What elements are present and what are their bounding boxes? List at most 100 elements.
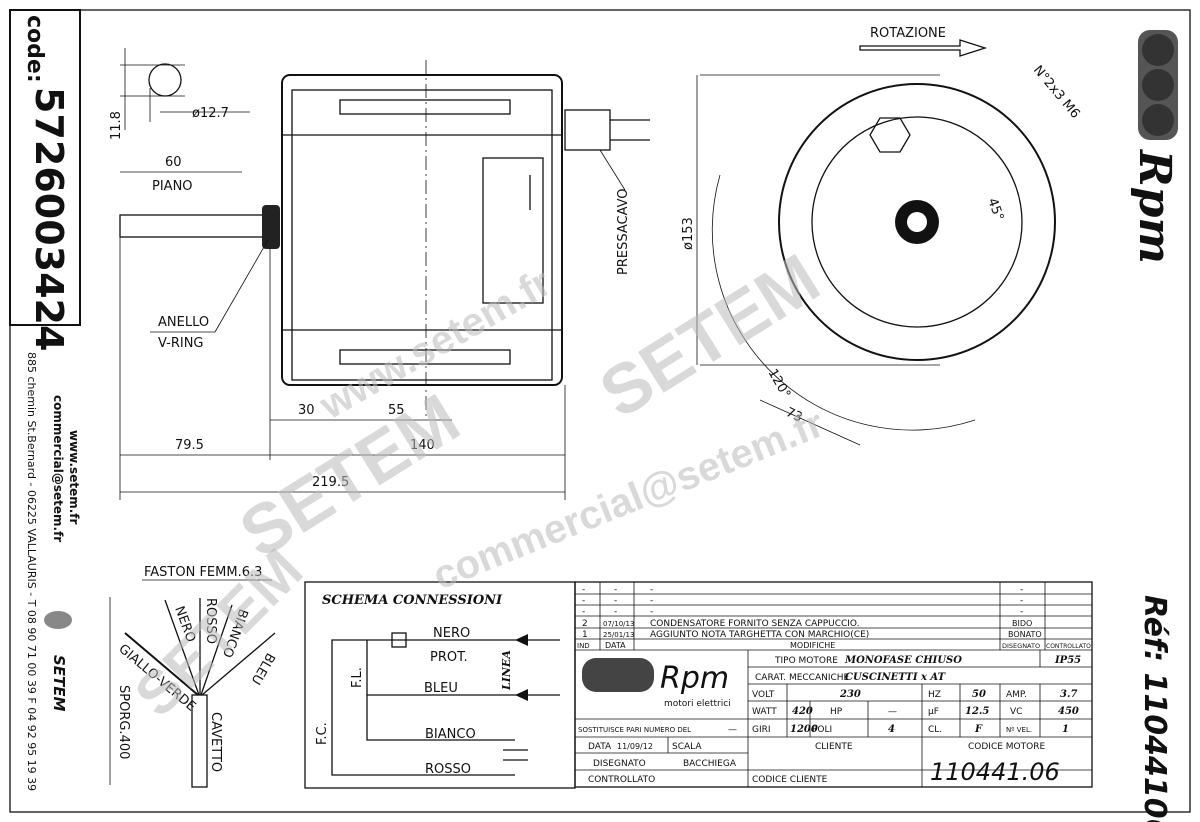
- code-label: code:: [22, 15, 47, 83]
- svg-text:SETEM: SETEM: [50, 655, 68, 712]
- svg-text:25/01/13: 25/01/13: [603, 631, 634, 639]
- v-ring-label-2: V-RING: [158, 336, 204, 351]
- cable-label: CAVETTO: [208, 712, 223, 772]
- svg-text:-: -: [650, 607, 653, 617]
- svg-text:—: —: [888, 707, 897, 717]
- svg-text:BIDO: BIDO: [1012, 619, 1032, 628]
- thermal-protector: [391, 632, 407, 648]
- rotation-arrow-icon: [859, 39, 988, 57]
- svg-text:F: F: [974, 724, 983, 735]
- angle-120: 120°: [765, 367, 794, 402]
- svg-text:CONTROLLATO: CONTROLLATO: [588, 775, 655, 785]
- connection-schematic: SCHEMA CONNESSIONI NERO PROT. BLEU BIANC…: [304, 581, 576, 789]
- reference-number: Réf: 11044106: [1137, 595, 1172, 822]
- svg-text:CARAT. MECCANICHE: CARAT. MECCANICHE: [755, 673, 850, 683]
- svg-text:-: -: [1020, 596, 1023, 606]
- svg-text:POLI: POLI: [812, 725, 832, 735]
- svg-text:-: -: [582, 607, 585, 617]
- svg-text:DISEGNATO: DISEGNATO: [593, 759, 646, 769]
- angle-45: 45°: [984, 196, 1006, 223]
- motor-flange: [778, 83, 1056, 361]
- svg-text:DATA: DATA: [588, 742, 612, 752]
- label-fc: F.C.: [315, 722, 330, 745]
- wire-label-rosso: ROSSO: [203, 598, 218, 644]
- flat-label: PIANO: [152, 179, 193, 194]
- cable: [191, 694, 208, 788]
- svg-text:-: -: [582, 596, 585, 606]
- svg-text:CONDENSATORE FORNITO SENZA CAP: CONDENSATORE FORNITO SENZA CAPPUCCIO.: [650, 619, 860, 629]
- dim-55: 55: [388, 403, 405, 418]
- svg-text:CUSCINETTI x AT: CUSCINETTI x AT: [845, 672, 947, 683]
- svg-text:MODIFICHE: MODIFICHE: [790, 641, 835, 650]
- svg-text:420: 420: [792, 706, 813, 717]
- svg-text:-: -: [1020, 585, 1023, 595]
- motor-type: MONOFASE CHIUSO: [844, 655, 962, 666]
- setem-logo: SETEM: [44, 611, 72, 712]
- svg-text:BACCHIEGA: BACCHIEGA: [683, 759, 737, 769]
- svg-text:1: 1: [1062, 724, 1069, 735]
- svg-text:TIPO MOTORE: TIPO MOTORE: [774, 656, 838, 666]
- svg-text:GIRI: GIRI: [752, 725, 771, 735]
- svg-text:CODICE MOTORE: CODICE MOTORE: [968, 742, 1045, 752]
- svg-text:WATT: WATT: [752, 707, 777, 717]
- side-view: 11.8 ø12.7 60 PIANO ANELLO V-RING PRESSA…: [109, 48, 650, 500]
- svg-text:50: 50: [972, 689, 986, 700]
- key-height-dim: 11.8: [109, 111, 124, 140]
- motor-body: [281, 74, 563, 386]
- svg-text:HP: HP: [830, 707, 843, 717]
- website: www.setem.fr: [67, 430, 81, 524]
- svg-text:CLIENTE: CLIENTE: [815, 742, 853, 752]
- holes-label: N°2x3 M6: [1030, 63, 1083, 122]
- svg-text:IND: IND: [577, 642, 590, 650]
- dim-219-5: 219.5: [312, 475, 349, 490]
- svg-text:motori elettrici: motori elettrici: [664, 699, 731, 709]
- shaft-diameter-dim: ø12.7: [192, 106, 229, 121]
- svg-text:CONTROLLATO: CONTROLLATO: [1046, 643, 1091, 650]
- svg-text:SCALA: SCALA: [672, 742, 702, 752]
- label-bleu: BLEU: [424, 681, 458, 696]
- email: commercial@setem.fr: [51, 395, 65, 542]
- svg-text:AGGIUNTO NOTA TARGHETTA CON MA: AGGIUNTO NOTA TARGHETTA CON MARCHIO(CE): [650, 630, 869, 640]
- svg-text:4: 4: [888, 724, 895, 735]
- svg-text:HZ: HZ: [928, 690, 941, 700]
- svg-text:-: -: [582, 585, 585, 595]
- drawing-border: [9, 9, 1191, 813]
- label-prot: PROT.: [430, 650, 468, 665]
- right-strip: Rpm Réf: 11044106: [1129, 30, 1180, 822]
- setem-watermark: SETEM SETEM SETEM www.setem.fr commercia…: [122, 239, 833, 729]
- dim-79-5: 79.5: [175, 438, 204, 453]
- svg-text:-: -: [650, 585, 653, 595]
- left-strip: code: 5726003424 www.setem.fr commercial…: [9, 9, 81, 791]
- label-fl: F.L.: [350, 667, 365, 688]
- svg-text:-: -: [614, 585, 617, 595]
- svg-text:1: 1: [582, 630, 588, 640]
- svg-text:µF: µF: [928, 707, 939, 717]
- svg-text:1200: 1200: [790, 724, 818, 735]
- svg-text:230: 230: [839, 689, 861, 700]
- dim-140: 140: [410, 438, 435, 453]
- svg-text:—: —: [728, 725, 737, 735]
- rpm-logo: Rpm: [1129, 30, 1180, 264]
- protrusion-length: SPORG.400: [116, 685, 131, 759]
- label-linea: LINEA: [500, 650, 513, 691]
- svg-text:-: -: [614, 596, 617, 606]
- svg-text:DATA: DATA: [605, 641, 626, 650]
- svg-text:11/09/12: 11/09/12: [617, 742, 653, 751]
- svg-text:VC: VC: [1010, 707, 1022, 717]
- cable-gland-label: PRESSACAVO: [616, 188, 631, 275]
- label-rosso: ROSSO: [425, 762, 471, 777]
- svg-text:-: -: [1020, 607, 1023, 617]
- svg-text:BONATO: BONATO: [1008, 630, 1042, 639]
- label-bianco: BIANCO: [425, 727, 476, 742]
- svg-text:IP55: IP55: [1054, 655, 1081, 666]
- label-nero: NERO: [433, 626, 470, 641]
- faston-title: FASTON FEMM.6.3: [144, 565, 262, 580]
- code-box: [9, 9, 81, 326]
- svg-text:CL.: CL.: [928, 725, 942, 735]
- front-view: ROTAZIONE ø153 N°2x3 M6 45° 120° 73: [681, 26, 1083, 446]
- rotation-label: ROTAZIONE: [870, 26, 946, 41]
- svg-text:Rpm: Rpm: [1129, 148, 1180, 264]
- svg-text:-: -: [614, 607, 617, 617]
- svg-text:Nº VEL.: Nº VEL.: [1006, 726, 1032, 734]
